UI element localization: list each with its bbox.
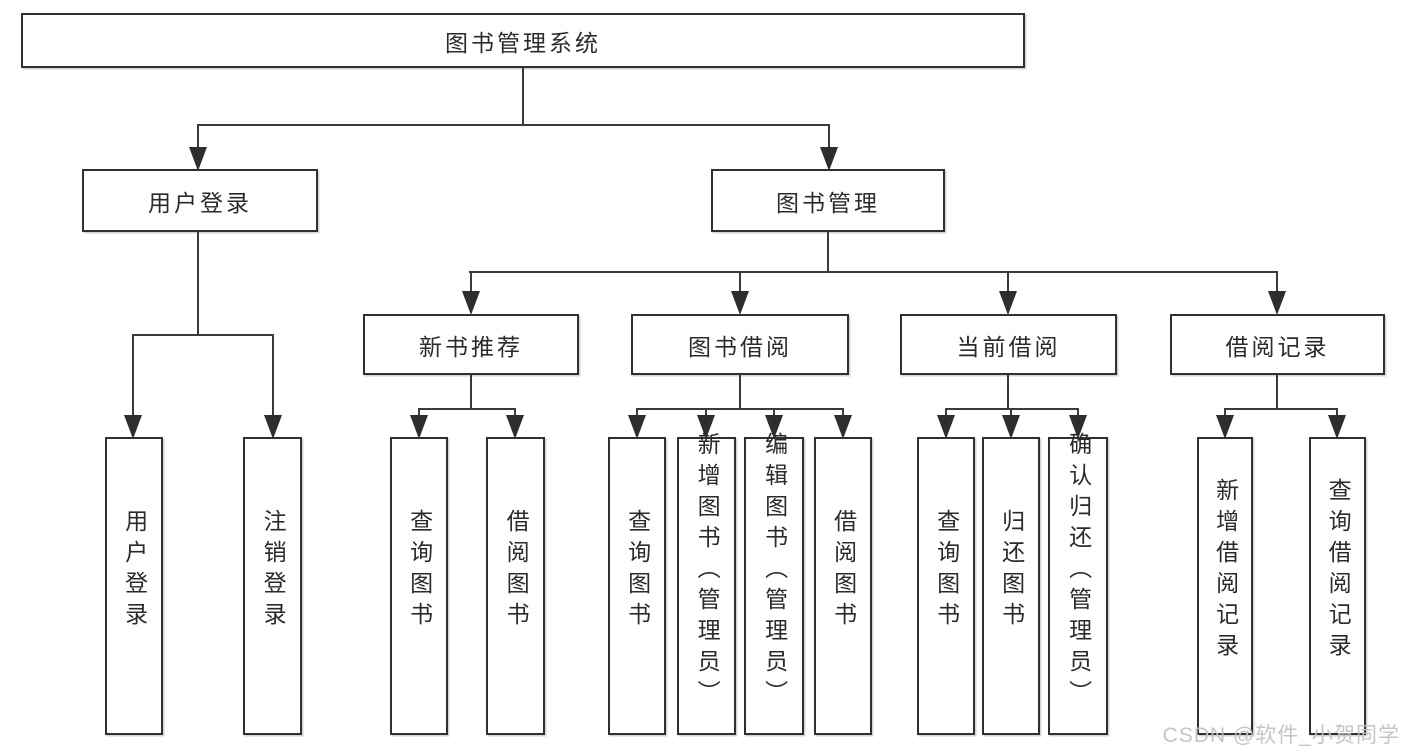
arrow-down-icon <box>820 147 838 171</box>
connector-line <box>197 232 199 336</box>
connector-line <box>1276 271 1278 291</box>
node-book-borrowing: 图书借阅 <box>631 314 849 375</box>
connector-line <box>739 271 741 291</box>
node-borrowing-records: 借阅记录 <box>1170 314 1385 375</box>
connector-line <box>514 408 516 415</box>
connector-line <box>1224 408 1226 415</box>
arrow-down-icon <box>189 147 207 171</box>
connector-line <box>197 124 199 147</box>
leaf-confirm-return-admin: 确认归还（管理员） <box>1048 432 1108 735</box>
arrow-down-icon <box>999 291 1017 315</box>
csdn-watermark: CSDN @软件_小贺同学 <box>1162 724 1400 747</box>
arrow-down-icon <box>1069 415 1087 439</box>
connector-line <box>945 408 947 415</box>
connector-line <box>739 375 741 409</box>
arrow-down-icon <box>731 291 749 315</box>
connector-line <box>132 334 134 415</box>
connector-line <box>773 408 775 415</box>
node-user-login: 用户登录 <box>82 169 318 232</box>
arrow-down-icon <box>1216 415 1234 439</box>
connector-line <box>1007 271 1009 291</box>
arrow-down-icon <box>506 415 524 439</box>
arrow-down-icon <box>1328 415 1346 439</box>
leaf-add-book-admin: 新增图书（管理员） <box>677 432 736 735</box>
leaf-logout: 注销登录 <box>243 437 302 735</box>
node-book-management: 图书管理 <box>711 169 945 232</box>
arrow-down-icon <box>628 415 646 439</box>
connector-line <box>636 408 844 410</box>
arrow-down-icon <box>765 415 783 439</box>
connector-line <box>1010 408 1012 415</box>
arrow-down-icon <box>1002 415 1020 439</box>
arrow-down-icon <box>834 415 852 439</box>
connector-line <box>1276 375 1278 409</box>
connector-line <box>842 408 844 415</box>
connector-line <box>469 271 1278 273</box>
connector-line <box>418 408 420 415</box>
connector-line <box>945 408 1079 410</box>
connector-line <box>132 334 274 336</box>
arrow-down-icon <box>1268 291 1286 315</box>
arrow-down-icon <box>124 415 142 439</box>
connector-line <box>470 375 472 409</box>
leaf-borrow-book-recommend: 借阅图书 <box>486 437 545 735</box>
connector-line <box>1077 408 1079 415</box>
connector-line <box>522 68 524 125</box>
connector-line <box>1336 408 1338 415</box>
node-root: 图书管理系统 <box>21 13 1025 68</box>
connector-line <box>705 408 707 415</box>
connector-line <box>1224 408 1338 410</box>
connector-line <box>197 124 830 126</box>
node-new-book-recommend: 新书推荐 <box>363 314 579 375</box>
node-current-borrowing: 当前借阅 <box>900 314 1117 375</box>
leaf-query-book-borrowing: 查询图书 <box>608 437 666 735</box>
connector-line <box>418 408 516 410</box>
arrow-down-icon <box>937 415 955 439</box>
leaf-add-borrow-record: 新增借阅记录 <box>1197 437 1253 735</box>
connector-line <box>828 124 830 147</box>
connector-line <box>1007 375 1009 409</box>
arrow-down-icon <box>264 415 282 439</box>
leaf-user-login: 用户登录 <box>105 437 163 735</box>
leaf-query-book-recommend: 查询图书 <box>390 437 448 735</box>
connector-line <box>827 232 829 273</box>
leaf-borrow-book-borrowing: 借阅图书 <box>814 437 872 735</box>
arrow-down-icon <box>410 415 428 439</box>
leaf-query-book-current: 查询图书 <box>917 437 975 735</box>
arrow-down-icon <box>697 415 715 439</box>
leaf-return-book: 归还图书 <box>982 437 1040 735</box>
connector-line <box>636 408 638 415</box>
leaf-edit-book-admin: 编辑图书（管理员） <box>744 432 804 735</box>
arrow-down-icon <box>462 291 480 315</box>
connector-line <box>470 271 472 291</box>
connector-line <box>272 334 274 415</box>
leaf-query-borrow-record: 查询借阅记录 <box>1309 437 1366 735</box>
